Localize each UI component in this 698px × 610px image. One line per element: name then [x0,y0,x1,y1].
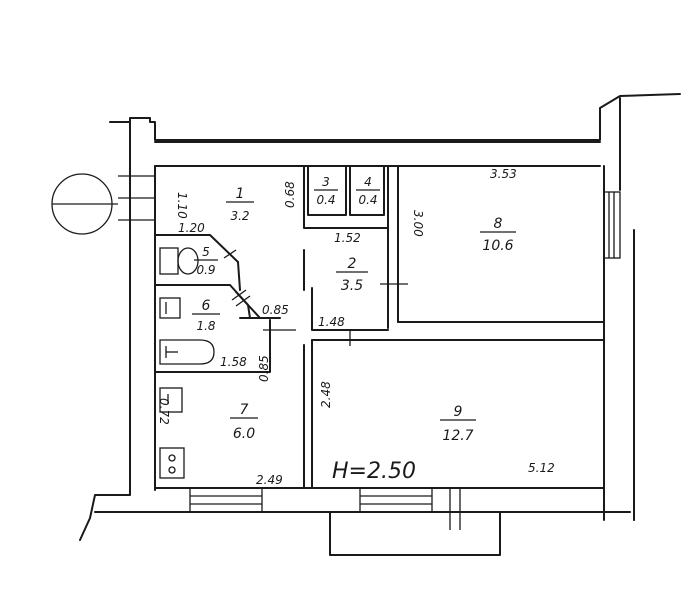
svg-text:9: 9 [454,404,463,420]
room-9-label: 9 12.7 [440,404,476,444]
dim-0-85-b: 0.85 [257,355,271,382]
outer-walls [79,93,681,556]
right-window [603,191,621,259]
interior-walls [154,165,605,489]
svg-text:6: 6 [202,298,211,314]
svg-text:7: 7 [240,402,249,418]
svg-text:10.6: 10.6 [482,238,513,254]
svg-text:12.7: 12.7 [442,428,473,444]
dim-1-20: 1.20 [178,221,205,235]
dim-1-10: 1.10 [175,192,189,219]
bathtub-icon [159,339,215,365]
balcony-door [449,488,461,530]
dim-1-58: 1.58 [220,355,247,369]
svg-text:5: 5 [202,245,210,259]
ceiling-height-label: H=2.50 [332,459,416,484]
room-4-label: 4 0.4 [356,175,380,207]
room-3-label: 3 0.4 [314,175,338,207]
bottom-window-right [359,487,433,513]
room-8-label: 8 10.6 [480,216,516,254]
svg-text:3.5: 3.5 [341,278,363,294]
room-5-label: 5 0.9 [194,245,218,277]
dim-0-72: 0.72 [157,398,171,425]
room-6-label: 6 1.8 [192,298,220,333]
svg-text:2: 2 [348,256,357,272]
sink-icon [159,297,181,319]
room-2-label: 2 3.5 [336,256,368,294]
stove-icon [159,447,185,479]
svg-text:1.8: 1.8 [196,319,215,333]
svg-text:8: 8 [494,216,503,232]
dim-2-48: 2.48 [319,381,333,408]
svg-text:0.9: 0.9 [196,263,215,277]
svg-text:4: 4 [364,175,372,189]
svg-text:6.0: 6.0 [233,426,255,442]
svg-text:3: 3 [322,175,330,189]
dim-1-52: 1.52 [334,231,361,245]
left-window [118,175,155,221]
svg-text:1: 1 [236,186,245,202]
room-7-label: 7 6.0 [230,402,258,442]
toilet-icon [159,247,199,275]
kitchen-sink-icon [159,387,183,413]
svg-text:3.2: 3.2 [230,209,249,223]
dim-3-00: 3.00 [411,210,425,237]
svg-text:0.4: 0.4 [358,193,377,207]
dim-0-68: 0.68 [283,181,297,208]
dim-1-48: 1.48 [318,315,345,329]
bottom-window-left [189,487,263,513]
svg-text:0.4: 0.4 [316,193,335,207]
compass-circle-icon [51,173,118,235]
dim-2-49: 2.49 [256,473,283,487]
room-1-label: 1 3.2 [226,186,254,223]
dim-0-85-a: 0.85 [262,303,289,317]
dim-3-53: 3.53 [490,167,517,181]
dim-5-12: 5.12 [528,461,555,475]
